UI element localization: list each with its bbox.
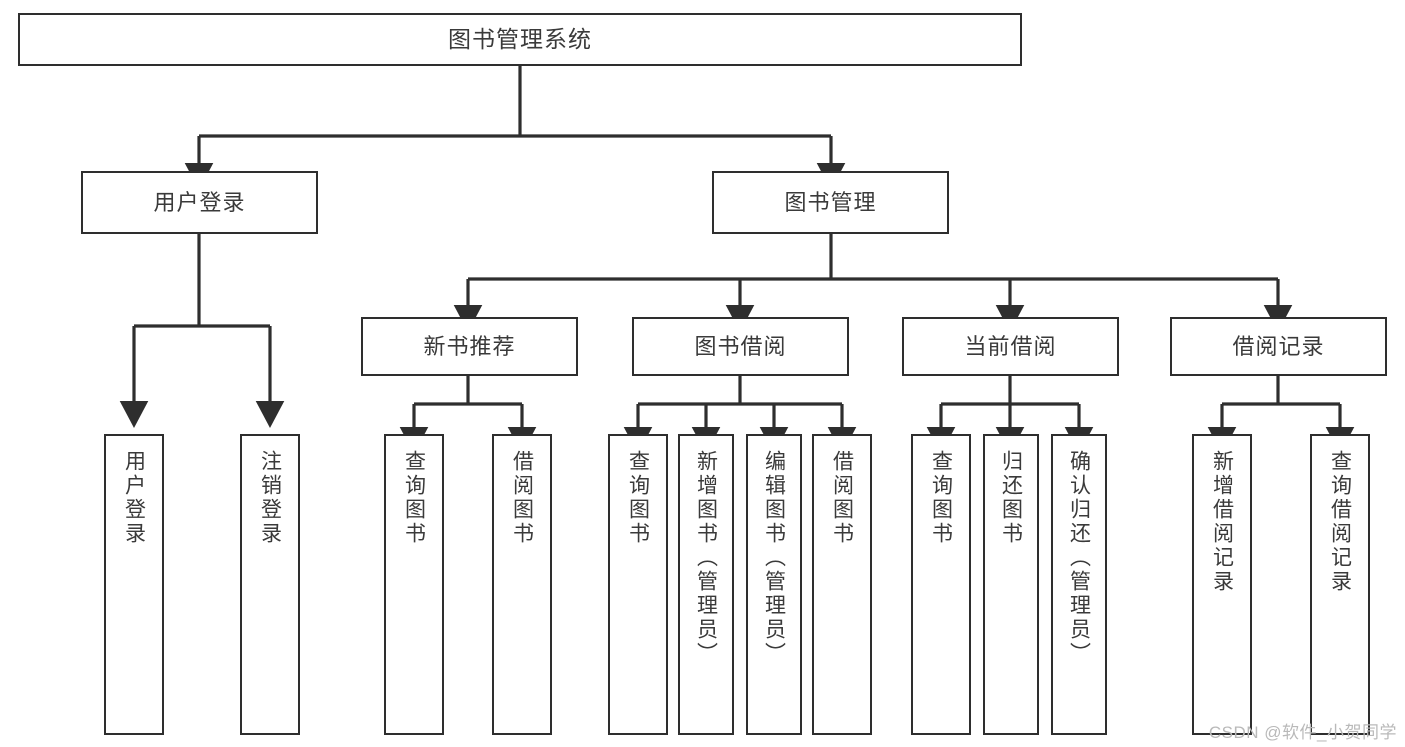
node-user-login[interactable]: 用户登录 <box>81 171 318 234</box>
node-label: 借阅图书 <box>510 450 534 546</box>
csdn-watermark: CSDN @软件_小贺同学 <box>1208 723 1397 742</box>
leaf-borrow-book-recommend[interactable]: 借阅图书 <box>492 434 552 735</box>
node-label: 编辑图书（管理员） <box>762 450 786 666</box>
leaf-user-login[interactable]: 用户登录 <box>104 434 164 735</box>
node-label: 确认归还（管理员） <box>1067 450 1091 666</box>
node-label: 查询借阅记录 <box>1328 450 1352 594</box>
node-label: 注销登录 <box>258 450 282 546</box>
node-new-book-recommend[interactable]: 新书推荐 <box>361 317 578 376</box>
node-current-borrow[interactable]: 当前借阅 <box>902 317 1119 376</box>
leaf-add-book-admin[interactable]: 新增图书（管理员） <box>678 434 734 735</box>
leaf-query-book-recommend[interactable]: 查询图书 <box>384 434 444 735</box>
node-label: 新书推荐 <box>423 333 516 359</box>
node-label: 查询图书 <box>929 450 953 546</box>
node-label: 图书管理 <box>784 189 877 215</box>
node-book-admin[interactable]: 图书管理 <box>712 171 949 234</box>
leaf-borrow-book[interactable]: 借阅图书 <box>812 434 872 735</box>
leaf-query-book-current[interactable]: 查询图书 <box>911 434 971 735</box>
node-label: 用户登录 <box>122 450 146 546</box>
node-label: 借阅图书 <box>830 450 854 546</box>
leaf-query-borrow-record[interactable]: 查询借阅记录 <box>1310 434 1370 735</box>
leaf-edit-book-admin[interactable]: 编辑图书（管理员） <box>746 434 802 735</box>
node-label: 借阅记录 <box>1232 333 1325 359</box>
node-label: 查询图书 <box>402 450 426 546</box>
node-root-book-management-system[interactable]: 图书管理系统 <box>18 13 1022 66</box>
node-label: 图书管理系统 <box>448 26 592 53</box>
node-borrow-record[interactable]: 借阅记录 <box>1170 317 1387 376</box>
node-label: 新增图书（管理员） <box>694 450 718 666</box>
node-label: 当前借阅 <box>964 333 1057 359</box>
leaf-return-book[interactable]: 归还图书 <box>983 434 1039 735</box>
node-label: 查询图书 <box>626 450 650 546</box>
leaf-query-book-borrow[interactable]: 查询图书 <box>608 434 668 735</box>
node-label: 新增借阅记录 <box>1210 450 1234 594</box>
leaf-confirm-return-admin[interactable]: 确认归还（管理员） <box>1051 434 1107 735</box>
leaf-user-logout[interactable]: 注销登录 <box>240 434 300 735</box>
node-label: 图书借阅 <box>694 333 787 359</box>
node-label: 用户登录 <box>153 189 246 215</box>
node-book-borrow[interactable]: 图书借阅 <box>632 317 849 376</box>
leaf-add-borrow-record[interactable]: 新增借阅记录 <box>1192 434 1252 735</box>
node-label: 归还图书 <box>999 450 1023 546</box>
